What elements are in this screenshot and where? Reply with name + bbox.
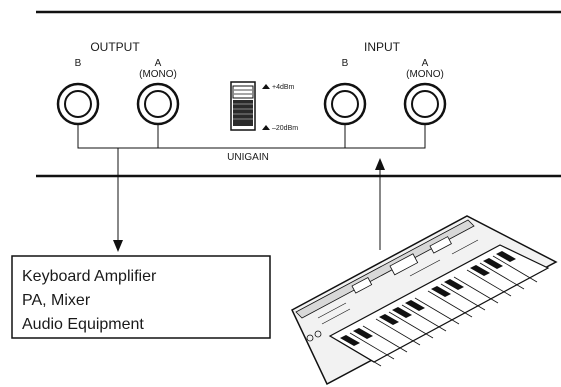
output-arrowhead-icon (113, 240, 123, 252)
input-title: INPUT (364, 40, 401, 54)
output-jack-b (56, 82, 100, 126)
output-jack-a-label: A (155, 58, 162, 69)
input-jack-b (323, 82, 367, 126)
output-title: OUTPUT (90, 40, 140, 54)
output-jack-a (136, 82, 180, 126)
output-jack-a-mono-label: (MONO) (139, 69, 177, 80)
destination-line-2: PA, Mixer (22, 292, 91, 309)
input-jack-a (403, 82, 447, 126)
output-jack-b-label: B (75, 58, 82, 69)
level-low-marker-icon (262, 125, 270, 130)
input-jack-a-label: A (422, 58, 429, 69)
level-high-marker-icon (262, 84, 270, 89)
input-arrowhead-icon (375, 158, 385, 170)
unigain-switch (230, 81, 256, 131)
input-jack-b-label: B (342, 58, 349, 69)
keyboard-illustration (291, 215, 558, 386)
output-jacks-bracket (77, 124, 159, 149)
destination-box (11, 255, 271, 339)
destination-line-1: Keyboard Amplifier (22, 268, 157, 285)
unigain-level-high: +4dBm (272, 84, 295, 91)
input-jacks-bracket (344, 124, 426, 149)
unigain-label: UNIGAIN (227, 152, 269, 163)
input-jack-a-mono-label: (MONO) (406, 69, 444, 80)
destination-line-3: Audio Equipment (22, 316, 144, 333)
unigain-level-low: –20dBm (272, 125, 298, 132)
